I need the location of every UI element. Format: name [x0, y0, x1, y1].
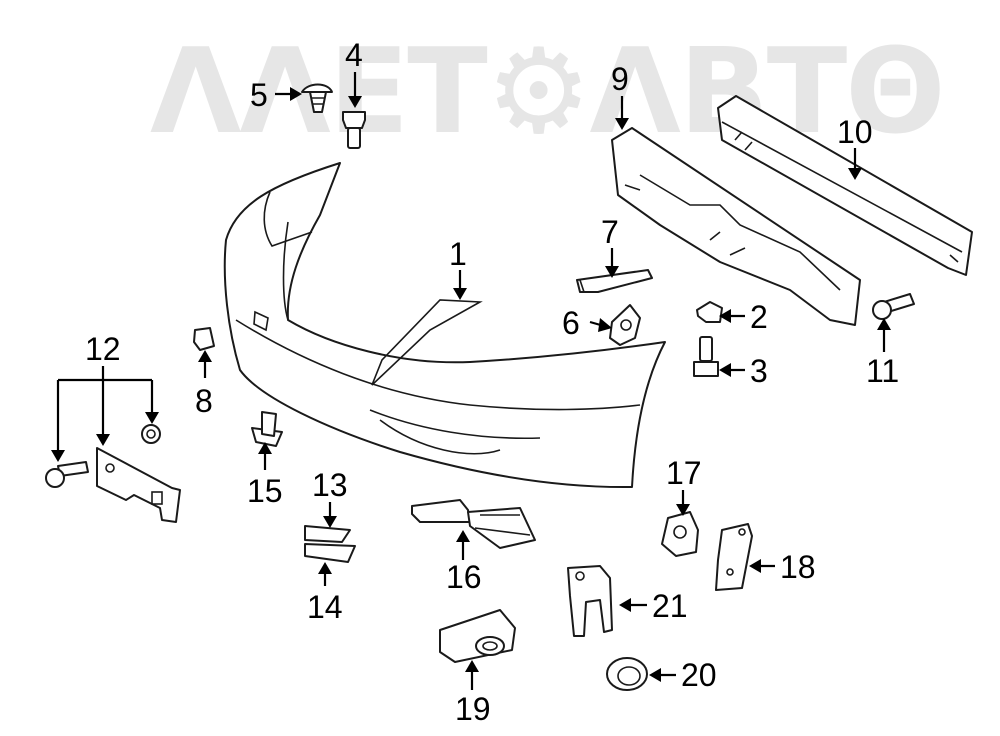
grommet-20	[606, 657, 648, 691]
bolt-3	[693, 336, 719, 377]
callout-20: 20	[681, 657, 717, 693]
callout-3: 3	[750, 353, 768, 389]
bracket-12	[96, 447, 181, 523]
callout-11: 11	[866, 353, 899, 389]
callout-10: 10	[837, 114, 873, 150]
clip-15	[251, 411, 283, 447]
nut-12	[141, 424, 161, 444]
bracket-16	[411, 499, 536, 549]
bracket-21	[567, 565, 613, 637]
callout-7: 7	[601, 214, 619, 250]
bolt-12	[45, 461, 89, 488]
clip-2	[696, 301, 723, 323]
bracket-7	[576, 269, 653, 293]
callout-12: 12	[85, 331, 121, 367]
callout-21: 21	[652, 588, 688, 624]
push-clip-5	[301, 83, 333, 113]
bumper-cover	[223, 162, 666, 489]
clip-8	[193, 327, 215, 351]
callout-9: 9	[611, 61, 629, 97]
callout-5: 5	[250, 77, 268, 113]
watermark-logo: ΛΛΕΤ⚙ΛΒΤΘ	[150, 22, 944, 160]
callout-8: 8	[195, 383, 213, 419]
callout-18: 18	[780, 549, 816, 585]
moulding-14	[304, 543, 356, 563]
callout-13: 13	[312, 467, 348, 503]
callout-6: 6	[562, 305, 580, 341]
callout-19: 19	[455, 691, 491, 727]
bolt-11	[872, 293, 915, 320]
callout-16: 16	[446, 559, 482, 595]
callout-numbers: 1 2 3 4 5 6 7 8 9 10 11 12 13 14 15 16 1…	[85, 37, 899, 727]
callout-4: 4	[345, 37, 363, 73]
bumper-reinforcement	[717, 95, 973, 276]
callout-15: 15	[247, 473, 283, 509]
bolt-4	[342, 111, 366, 149]
energy-absorber	[611, 127, 861, 326]
callout-14: 14	[307, 589, 343, 625]
callout-2: 2	[750, 299, 768, 335]
sensor-19	[439, 609, 516, 663]
callout-17: 17	[666, 455, 702, 491]
callout-1: 1	[449, 236, 467, 272]
sensor-holder-17	[661, 511, 699, 557]
leader-lines	[51, 72, 891, 690]
retainer-6	[609, 304, 641, 346]
bracket-18	[715, 523, 753, 591]
moulding-13	[304, 525, 351, 543]
